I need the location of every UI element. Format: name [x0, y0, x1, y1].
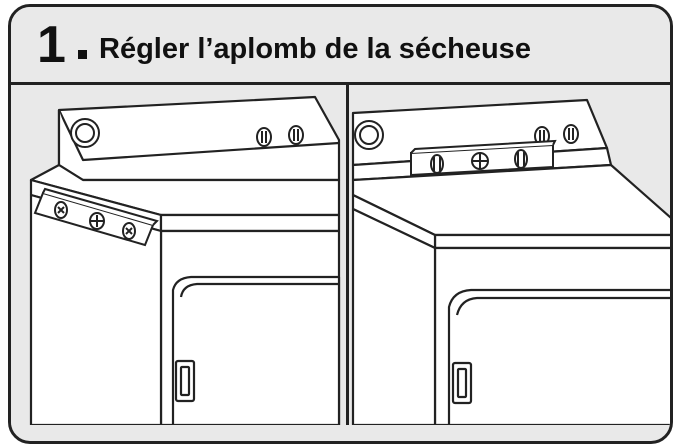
control-knob-icon	[257, 128, 271, 146]
control-knob-icon	[564, 125, 578, 143]
instruction-card: 1 Régler l’aplomb de la sécheuse	[8, 4, 673, 444]
step-number-dot	[78, 50, 87, 59]
title-bar: 1 Régler l’aplomb de la sécheuse	[11, 7, 670, 85]
dryer-illustration	[11, 85, 346, 425]
step-number: 1	[37, 15, 66, 75]
panel-level-front-edge	[11, 85, 349, 425]
instruction-figure: 1 Régler l’aplomb de la sécheuse	[0, 0, 678, 419]
dryer-illustration	[349, 85, 673, 425]
step-title: Régler l’aplomb de la sécheuse	[99, 29, 531, 69]
illustration-panels	[11, 85, 670, 441]
panel-level-top-side	[349, 85, 673, 425]
control-knob-icon	[289, 126, 303, 144]
